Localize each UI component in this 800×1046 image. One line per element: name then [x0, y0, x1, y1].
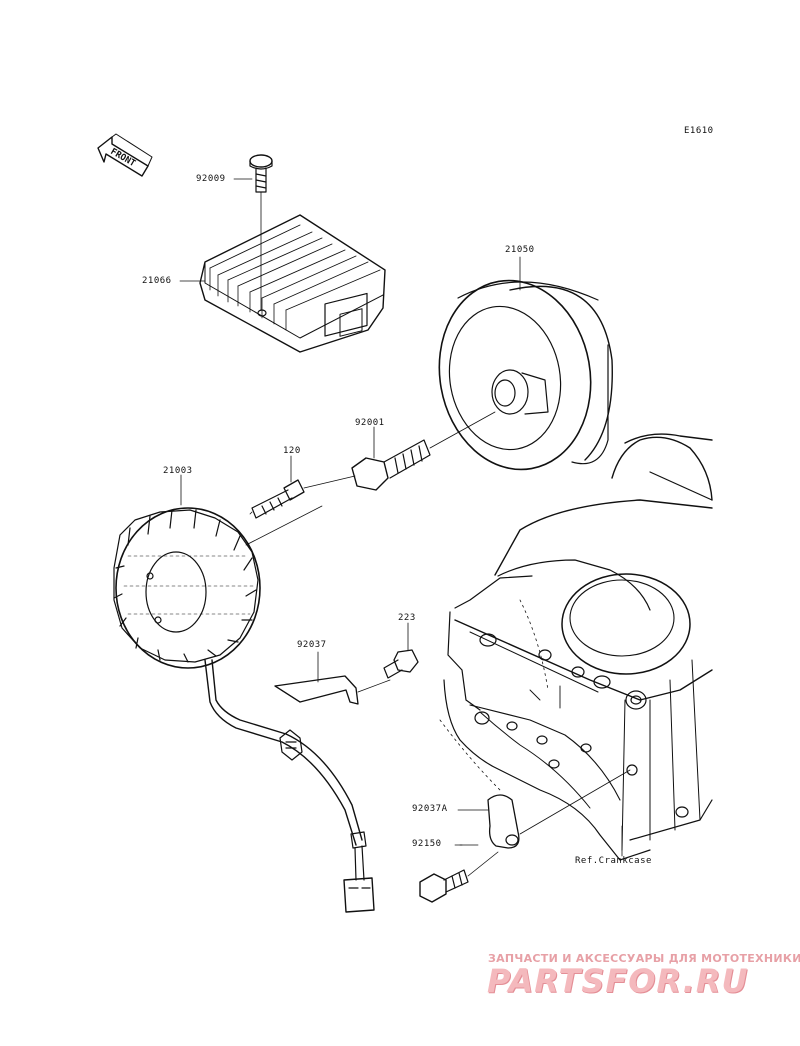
front-arrow-icon: FRONT	[97, 133, 153, 177]
stator-coil-drawing	[113, 505, 323, 669]
label-92001: 92001	[355, 418, 385, 428]
label-223: 223	[398, 613, 416, 623]
label-120: 120	[283, 446, 301, 456]
stator-wire-drawing	[204, 659, 375, 913]
label-92150: 92150	[412, 839, 442, 849]
watermark-logo: PARTSFOR.RU	[487, 962, 749, 1000]
regulator-rectifier-drawing	[199, 214, 386, 353]
bolt-92001-drawing	[351, 411, 496, 491]
label-92037A: 92037A	[412, 804, 448, 814]
label-21003: 21003	[163, 466, 193, 476]
label-92037: 92037	[297, 640, 327, 650]
crankcase-drawing	[439, 433, 713, 861]
label-21050: 21050	[505, 245, 535, 255]
label-ref-crankcase: Ref.Crankcase	[575, 856, 652, 866]
clamp-92037A-drawing	[487, 769, 631, 849]
screw-120-drawing	[249, 475, 356, 519]
label-92009: 92009	[196, 174, 226, 184]
screw-92009-drawing	[249, 154, 273, 311]
leader-lines	[179, 178, 521, 846]
diagram-code: E1610	[684, 126, 714, 136]
label-21066: 21066	[142, 276, 172, 286]
rotor-flywheel-drawing	[438, 279, 613, 471]
bolt-92150-drawing	[419, 851, 499, 903]
bolt-223-drawing	[383, 649, 419, 679]
clamp-92037-drawing	[274, 675, 391, 705]
watermark-tagline: ЗАПЧАСТИ И АКСЕССУАРЫ ДЛЯ МОТОТЕХНИКИ	[488, 952, 800, 965]
